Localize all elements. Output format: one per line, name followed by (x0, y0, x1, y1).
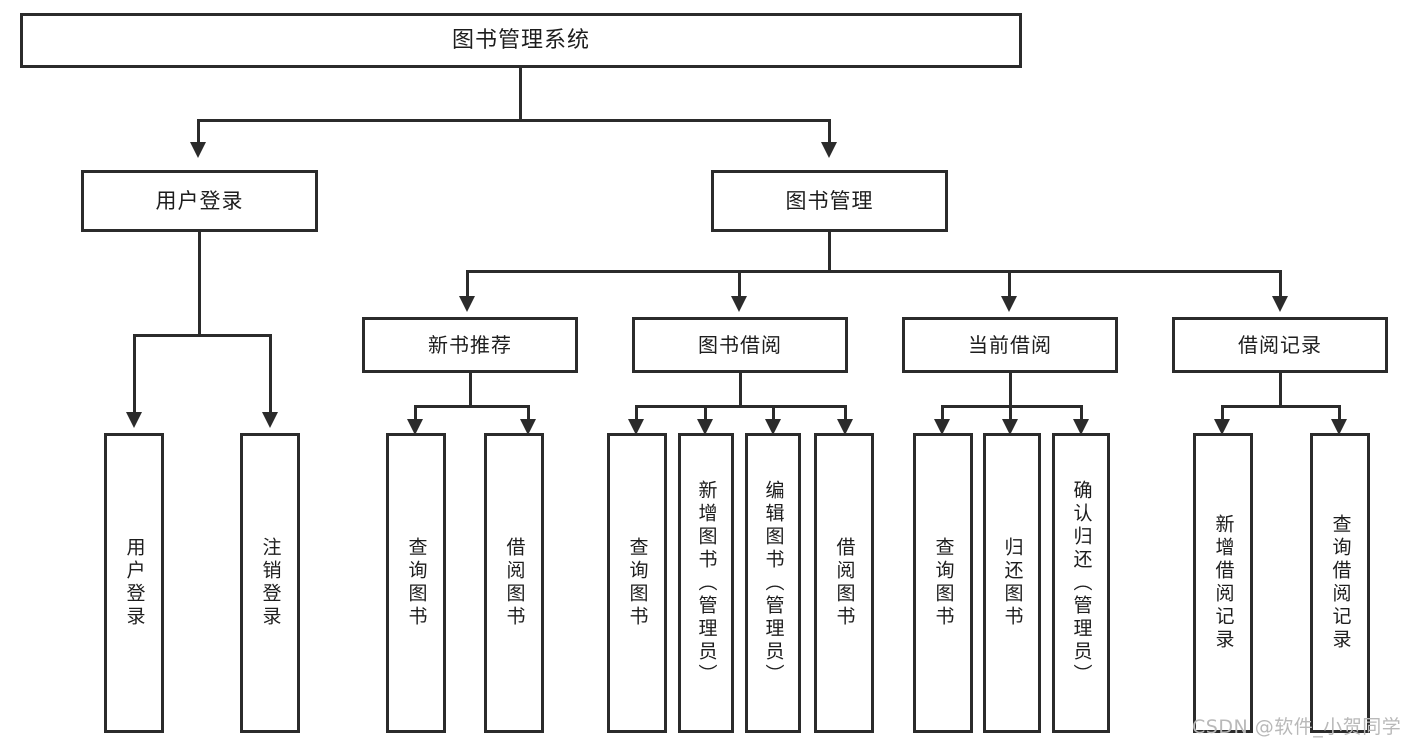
node-label: 图书管理系统 (451, 27, 590, 53)
node-label: 归还图书 (1001, 537, 1024, 629)
arrow-to-leaf-query-book-1 (407, 419, 423, 435)
arrow-to-leaf-borrow-book-2 (837, 419, 853, 435)
node-label: 查询图书 (405, 537, 428, 629)
connector-level2-drop-1 (197, 119, 200, 144)
node-label: 图书借阅 (698, 332, 782, 357)
node-label: 新增图书（管理员） (695, 479, 718, 687)
node-book-management[interactable]: 图书管理 (711, 170, 948, 232)
arrow-to-leaf-logout (262, 412, 278, 428)
connector-borrow-record-drop-1 (1221, 405, 1224, 423)
connector-borrow-record-bus (1221, 405, 1341, 408)
connector-book-borrow-drop-1 (635, 405, 638, 423)
arrow-to-book-manage (821, 142, 837, 158)
leaf-borrow-book[interactable]: 借阅图书 (814, 433, 874, 733)
node-borrow-record[interactable]: 借阅记录 (1172, 317, 1388, 373)
connector-book-manage-stem (828, 232, 831, 272)
connector-level3-drop-4 (1279, 270, 1282, 298)
leaf-query-borrow-record[interactable]: 查询借阅记录 (1310, 433, 1370, 733)
leaf-add-book[interactable]: 新增图书（管理员） (678, 433, 734, 733)
node-current-borrow[interactable]: 当前借阅 (902, 317, 1118, 373)
arrow-to-leaf-borrow-book-1 (520, 419, 536, 435)
connector-level3-bus (466, 270, 1282, 273)
connector-level3-drop-3 (1008, 270, 1011, 298)
leaf-logout[interactable]: 注销登录 (240, 433, 300, 733)
connector-book-borrow-bus (635, 405, 847, 408)
connector-user-login-drop-1 (133, 334, 136, 414)
leaf-query-book-recommend[interactable]: 查询图书 (386, 433, 446, 733)
arrow-to-user-login (190, 142, 206, 158)
arrow-to-leaf-add-record (1214, 419, 1230, 435)
connector-new-book-drop-2 (527, 405, 530, 423)
leaf-user-login[interactable]: 用户登录 (104, 433, 164, 733)
connector-new-book-stem (469, 373, 472, 407)
connector-level3-drop-1 (466, 270, 469, 298)
arrow-to-leaf-edit-book (765, 419, 781, 435)
node-label: 借阅记录 (1238, 332, 1322, 357)
connector-user-login-stem (198, 232, 201, 336)
leaf-confirm-return[interactable]: 确认归还（管理员） (1052, 433, 1110, 733)
connector-book-borrow-drop-4 (844, 405, 847, 423)
connector-borrow-record-drop-2 (1338, 405, 1341, 423)
node-label: 注销登录 (259, 537, 282, 629)
connector-book-borrow-drop-3 (772, 405, 775, 423)
node-label: 查询图书 (626, 537, 649, 629)
connector-new-book-bus (414, 405, 530, 408)
arrow-to-borrow-record (1272, 296, 1288, 312)
connector-book-borrow-drop-2 (704, 405, 707, 423)
connector-current-borrow-stem (1009, 373, 1012, 407)
leaf-borrow-book-recommend[interactable]: 借阅图书 (484, 433, 544, 733)
connector-borrow-record-stem (1279, 373, 1282, 407)
node-label: 用户登录 (155, 188, 244, 213)
leaf-query-book-current[interactable]: 查询图书 (913, 433, 973, 733)
connector-current-borrow-bus (941, 405, 1083, 408)
connector-current-borrow-drop-3 (1080, 405, 1083, 423)
node-label: 借阅图书 (833, 537, 856, 629)
node-label: 借阅图书 (503, 537, 526, 629)
node-label: 当前借阅 (968, 332, 1052, 357)
connector-user-login-drop-2 (269, 334, 272, 414)
connector-user-login-bus (133, 334, 271, 337)
arrow-to-leaf-confirm-return (1073, 419, 1089, 435)
connector-current-borrow-drop-1 (941, 405, 944, 423)
leaf-add-borrow-record[interactable]: 新增借阅记录 (1193, 433, 1253, 733)
leaf-return-book[interactable]: 归还图书 (983, 433, 1041, 733)
node-label: 确认归还（管理员） (1070, 479, 1093, 687)
leaf-query-book-borrow[interactable]: 查询图书 (607, 433, 667, 733)
connector-level2-bus (197, 119, 831, 122)
node-label: 新增借阅记录 (1212, 514, 1235, 652)
node-label: 查询图书 (932, 537, 955, 629)
node-label: 新书推荐 (428, 332, 512, 357)
arrow-to-leaf-return-book (1002, 419, 1018, 435)
node-root-system[interactable]: 图书管理系统 (20, 13, 1022, 68)
connector-level3-drop-2 (738, 270, 741, 298)
connector-book-borrow-stem (739, 373, 742, 407)
arrow-to-book-borrow (731, 296, 747, 312)
node-label: 图书管理 (785, 188, 874, 213)
node-book-borrow[interactable]: 图书借阅 (632, 317, 848, 373)
node-label: 用户登录 (123, 537, 146, 629)
node-label: 查询借阅记录 (1329, 514, 1352, 652)
arrow-to-leaf-user-login (126, 412, 142, 428)
arrow-to-new-book (459, 296, 475, 312)
csdn-watermark: CSDN @软件_小贺同学 (1192, 716, 1402, 738)
arrow-to-current-borrow (1001, 296, 1017, 312)
connector-new-book-drop-1 (414, 405, 417, 423)
arrow-to-leaf-add-book (697, 419, 713, 435)
node-new-book-recommend[interactable]: 新书推荐 (362, 317, 578, 373)
connector-root-stem (519, 68, 522, 119)
node-label: 编辑图书（管理员） (762, 479, 785, 687)
leaf-edit-book[interactable]: 编辑图书（管理员） (745, 433, 801, 733)
connector-current-borrow-drop-2 (1009, 405, 1012, 423)
connector-level2-drop-2 (828, 119, 831, 144)
arrow-to-leaf-query-book-3 (934, 419, 950, 435)
arrow-to-leaf-query-book-2 (628, 419, 644, 435)
arrow-to-leaf-query-record (1331, 419, 1347, 435)
node-user-login[interactable]: 用户登录 (81, 170, 318, 232)
